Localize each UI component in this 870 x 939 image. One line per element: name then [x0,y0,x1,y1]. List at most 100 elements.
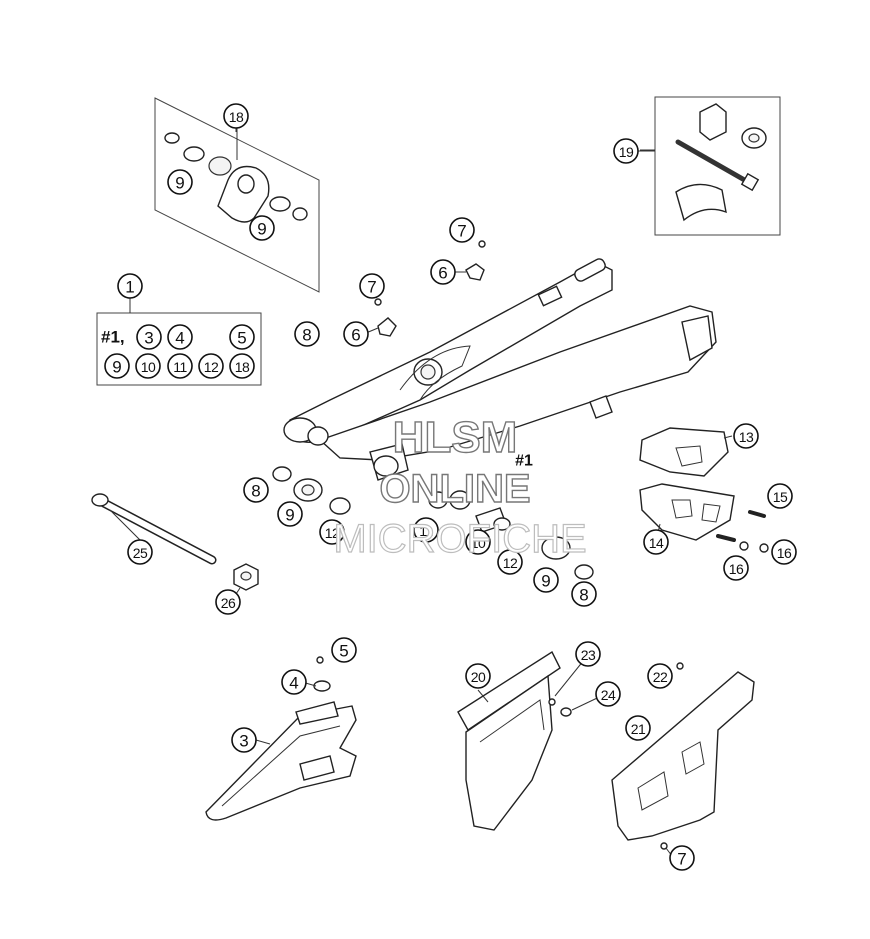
link-kit-box-19 [640,96,781,236]
callout-circle [595,681,621,707]
callout-label: 14 [649,535,664,551]
callout-circle [277,501,303,527]
callout-3: 3 [136,324,162,350]
callout-label: 23 [581,647,596,663]
callout-circle [575,641,601,667]
callout-label: 22 [653,669,668,685]
callout-circle [249,215,275,241]
callout-circle [331,637,357,663]
callout-8c: 8 [571,581,597,607]
callout-label: 5 [339,642,348,661]
bearing-kit-box-18 [154,97,320,293]
callout-circle [359,273,385,299]
callout-8a: 8 [294,321,320,347]
chain-guard [457,650,572,831]
callout-4: 4 [167,324,193,350]
watermark-line-1: HLSM [393,413,518,462]
callout-8b: 8 [243,477,269,503]
callout-18: 18 [229,353,255,379]
callout-label: 15 [773,489,788,505]
callout-label: 11 [173,359,187,375]
callout-circle [625,715,651,741]
callout-9b: 9 [249,215,275,241]
watermark-line-2: ONLINE [379,467,530,511]
callout-9d: 9 [533,567,559,593]
callout-circle [243,477,269,503]
callout-label: 9 [175,174,184,193]
callout-20: 20 [465,663,491,689]
callout-label: 1 [125,278,134,297]
callout-label: 18 [235,359,250,375]
callout-22: 22 [647,663,673,689]
callout-circle [229,353,255,379]
callout-circle [223,103,249,129]
callout-label: 8 [302,326,311,345]
callout-9a: 9 [167,169,193,195]
watermark: HLSM ONLINE MICROFICHE [333,412,588,561]
callout-26: 26 [215,589,241,615]
callout-circle [723,555,749,581]
callout-10: 10 [135,353,161,379]
callout-16a: 16 [771,539,797,565]
callout-circle [281,669,307,695]
callout-circle [343,321,369,347]
callout-5: 5 [331,637,357,663]
chain-guide [639,427,769,553]
callout-label: 12 [325,525,340,541]
callout-9c: 9 [277,501,303,527]
callout-circle [198,353,224,379]
callout-circle [613,138,639,164]
pivot-marker: #1 [515,453,533,470]
callout-1: 1 [117,273,143,299]
callout-7c: 7 [669,845,695,871]
callout-circle [533,567,559,593]
callout-label: 10 [141,359,156,375]
callout-10: 10 [465,529,491,555]
callout-label: 6 [351,326,360,345]
callout-19: 19 [613,138,639,164]
callout-12: 12 [198,353,224,379]
callout-circle [127,539,153,565]
callout-6a: 6 [430,259,456,285]
callout-15: 15 [767,483,793,509]
callout-circle [136,324,162,350]
callout-14: 14 [643,529,669,555]
callout-label: 8 [579,586,588,605]
callout-circle [167,353,193,379]
callout-label: 4 [175,329,184,348]
callout-11: 11 [167,353,193,379]
chain-guide-plate [611,662,755,850]
callout-label: 26 [221,595,236,611]
callout-circle [430,259,456,285]
callout-circle [231,727,257,753]
callout-label: 9 [112,358,121,377]
callout-label: 9 [541,572,550,591]
callout-circle [465,529,491,555]
callout-12a: 12 [319,519,345,545]
callout-label: 19 [619,144,634,160]
callout-label: 21 [631,721,646,737]
callout-circle [571,581,597,607]
pivot-axle [91,493,259,591]
callout-4: 4 [281,669,307,695]
watermark-line-3: MICROFICHE [333,517,586,561]
callout-label: 11 [419,523,433,539]
callout-circle [647,663,673,689]
callout-25: 25 [127,539,153,565]
callout-circle [643,529,669,555]
callout-circle [465,663,491,689]
callout-16b: 16 [723,555,749,581]
callout-label: 6 [438,264,447,283]
callout-label: 4 [289,674,298,693]
callout-label: 7 [457,222,466,241]
callout-label: 8 [251,482,260,501]
callout-circle [733,423,759,449]
callout-5: 5 [229,324,255,350]
callout-circle [669,845,695,871]
callout-label: 13 [739,429,754,445]
callout-label: 9 [257,220,266,239]
callout-circle [104,353,130,379]
callout-label: 3 [144,329,153,348]
